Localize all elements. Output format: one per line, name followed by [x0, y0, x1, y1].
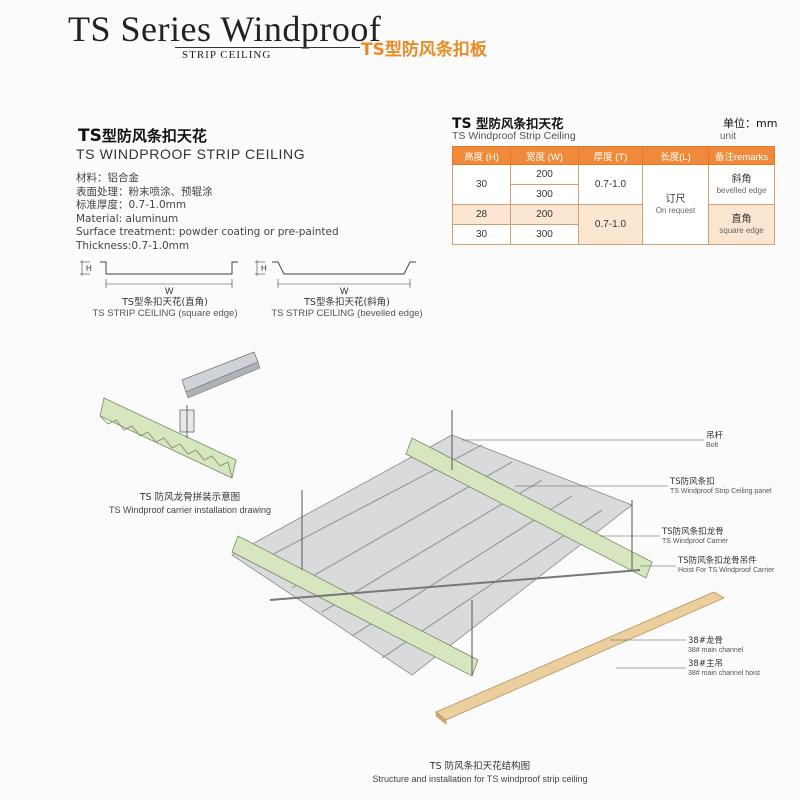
- spec-line: Thickness:0.7-1.0mm: [76, 239, 190, 252]
- callout-leaders: [462, 439, 704, 669]
- spec-lines: 材料：铝合金 表面处理：粉末喷涂、预辊涂 标准厚度：0.7-1.0mm Mate…: [76, 172, 339, 254]
- header-width: 宽度 (W): [510, 146, 579, 165]
- header-length: 长度(L): [642, 146, 709, 165]
- header-height: 高度 (H): [452, 146, 511, 165]
- unit-label: 单位：mm: [723, 117, 778, 130]
- length-cn: 订尺: [665, 193, 686, 205]
- carrier-caption: TS 防风龙骨拼装示意图 TS Windproof carrier instal…: [90, 492, 290, 516]
- callout-cn: 吊杆: [706, 431, 724, 441]
- cell-remark: 斜角 bevelled edge: [708, 164, 775, 205]
- cell-width: 200: [510, 204, 579, 225]
- callout-en: TS Windproof Strip Ceiling panel: [670, 488, 772, 495]
- cell-remark: 直角 square edge: [708, 204, 775, 245]
- callout-en: TS Windproof Carrier: [662, 538, 729, 545]
- callout-panel: TS防风条扣 TS Windproof Strip Ceiling panel: [670, 477, 772, 497]
- profile-square-label: TS型条扣天花(直角) TS STRIP CEILING (square edg…: [80, 297, 250, 319]
- profile-bevel-label: TS型条扣天花(斜角) TS STRIP CEILING (bevelled e…: [262, 297, 432, 319]
- callout-cn: TS防风条扣龙骨吊件: [678, 556, 757, 566]
- spec-line: 标准厚度：0.7-1.0mm: [76, 199, 187, 212]
- callout-main-channel: 38#龙骨 38# main channel: [688, 636, 743, 656]
- carrier-drawing: [99, 351, 261, 479]
- spec-title-en: TS WINDPROOF STRIP CEILING: [76, 146, 306, 162]
- w-mark: W: [165, 286, 174, 296]
- cell-thickness: 0.7-1.0: [578, 204, 643, 245]
- callout-en: Bolt: [706, 442, 719, 449]
- callout-cn: 38#龙骨: [688, 636, 723, 646]
- callout-cn: 38#主吊: [688, 659, 723, 669]
- table-title-prefix: TS: [452, 116, 472, 132]
- cell-height: 30: [452, 224, 511, 245]
- profile-bevelled-edge: [255, 260, 416, 288]
- cell-width: 300: [510, 224, 579, 245]
- spec-line: 表面处理：粉末喷涂、预辊涂: [76, 185, 213, 198]
- title-divider: [175, 47, 360, 48]
- callout-bolt: 吊杆 Bolt: [706, 431, 723, 451]
- table-row: 30 300: [452, 224, 775, 245]
- unit-label-en: unit: [720, 131, 737, 142]
- table-title: TS 型防风条扣天花: [452, 113, 564, 132]
- spec-table: 高度 (H) 宽度 (W) 厚度 (T) 长度(L) 备注remarks 30 …: [452, 146, 775, 245]
- remark-cn: 直角: [731, 213, 752, 225]
- structure-caption-en: Structure and installation for TS windpr…: [372, 774, 588, 784]
- carrier-caption-cn: TS 防风龙骨拼装示意图: [139, 492, 241, 503]
- table-title-en: TS Windproof Strip Ceiling: [452, 130, 576, 142]
- cell-height: 30: [452, 164, 511, 205]
- structure-caption: TS 防风条扣天花结构图 Structure and installation …: [330, 761, 630, 785]
- profile-square-en: TS STRIP CEILING (square edge): [92, 308, 238, 319]
- callout-en: Hoist For TS Windproof Carrier: [678, 567, 775, 574]
- table-header-row: 高度 (H) 宽度 (W) 厚度 (T) 长度(L) 备注remarks: [452, 146, 775, 165]
- spec-title-cn: 型防风条扣天花: [101, 127, 207, 145]
- profile-bevel-en: TS STRIP CEILING (bevelled edge): [271, 308, 423, 319]
- callout-carrier: TS防风条扣龙骨 TS Windproof Carrier: [662, 527, 728, 547]
- table-row: 28 200 0.7-1.0 直角 square edge: [452, 204, 775, 245]
- page-subtitle: STRIP CEILING: [182, 49, 272, 61]
- header-remarks: 备注remarks: [708, 146, 775, 165]
- callout-cn: TS防风条扣龙骨: [662, 527, 724, 537]
- cell-length: 订尺 On request: [642, 164, 709, 245]
- spec-line: Surface treatment: powder coating or pre…: [76, 226, 339, 239]
- profile-square-edge: [80, 260, 238, 288]
- callout-en: 38# main channel: [688, 647, 744, 654]
- carrier-caption-en: TS Windproof carrier installation drawin…: [108, 505, 272, 515]
- page-title: TS Series Windproof: [68, 9, 382, 49]
- table-title-cn: 型防风条扣天花: [471, 116, 564, 131]
- profile-square-cn: TS型条扣天花(直角): [122, 297, 208, 308]
- table-row: 30 200 0.7-1.0 订尺 On request 斜角 bevelled…: [452, 164, 775, 245]
- structure-caption-cn: TS 防风条扣天花结构图: [429, 761, 531, 772]
- table-row: 300: [453, 184, 775, 205]
- callout-cn: TS防风条扣: [670, 477, 715, 487]
- w-mark: W: [340, 286, 349, 296]
- spec-line: Material: aluminum: [76, 212, 179, 225]
- h-mark: H: [86, 264, 92, 273]
- remark-en: bevelled edge: [716, 185, 767, 195]
- callout-hoist: TS防风条扣龙骨吊件 Hoist For TS Windproof Carrie…: [678, 556, 774, 576]
- remark-cn: 斜角: [731, 173, 752, 185]
- length-en: On request: [655, 205, 696, 215]
- structure-drawing: [231, 410, 725, 725]
- profile-bevel-cn: TS型条扣天花(斜角): [304, 297, 390, 308]
- spec-title-prefix: TS: [78, 126, 102, 146]
- h-mark: H: [261, 264, 267, 273]
- cell-height: 28: [452, 204, 511, 225]
- page-title-cn: TS型防风条扣板: [361, 40, 487, 60]
- remark-en: square edge: [719, 225, 764, 235]
- spec-line: 材料：铝合金: [76, 172, 139, 184]
- callout-main-hoist: 38#主吊 38# main channel hoist: [688, 659, 760, 679]
- callout-en: 38# main channel hoist: [688, 670, 760, 677]
- cell-width: 300: [510, 184, 579, 205]
- spec-title: TS型防风条扣天花: [78, 125, 207, 146]
